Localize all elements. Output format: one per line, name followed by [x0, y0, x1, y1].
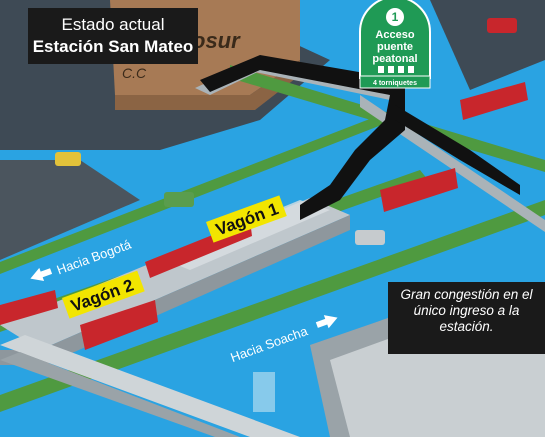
turnstile-icon [378, 66, 414, 73]
header-box: Estado actual Estación San Mateo [28, 8, 198, 64]
bridge-deck [360, 95, 545, 232]
lot-left [0, 160, 140, 260]
arrow-right-icon [315, 315, 338, 329]
access-number: 1 [392, 10, 399, 24]
note-line1: Gran congestión en el [400, 287, 533, 302]
access-badge: 1 Acceso puente peatonal 4 torniquetes [359, 0, 431, 89]
access-line1: Acceso [375, 29, 414, 41]
access-line3: peatonal [372, 53, 417, 65]
note-line2: único ingreso a la [413, 303, 520, 318]
car-green [164, 192, 194, 207]
note-line3: estación. [439, 319, 494, 334]
mall-sign: osur [192, 28, 241, 53]
car-yellow [55, 152, 81, 166]
access-number-circle [386, 8, 404, 26]
median-4 [0, 200, 545, 412]
car-grey [355, 230, 385, 245]
car-red [487, 18, 517, 33]
bridge-lower-left [0, 335, 300, 437]
crowd [200, 55, 520, 220]
access-line2: puente [377, 41, 413, 53]
header-line2: Estación San Mateo [32, 37, 194, 56]
arrow-left-icon [30, 267, 53, 282]
header-line1: Estado actual [61, 15, 165, 34]
access-turnstiles: 4 torniquetes [373, 80, 417, 87]
mall-sign-sub: C.C [122, 65, 147, 81]
congestion-note: Gran congestión en el único ingreso a la… [388, 282, 545, 354]
